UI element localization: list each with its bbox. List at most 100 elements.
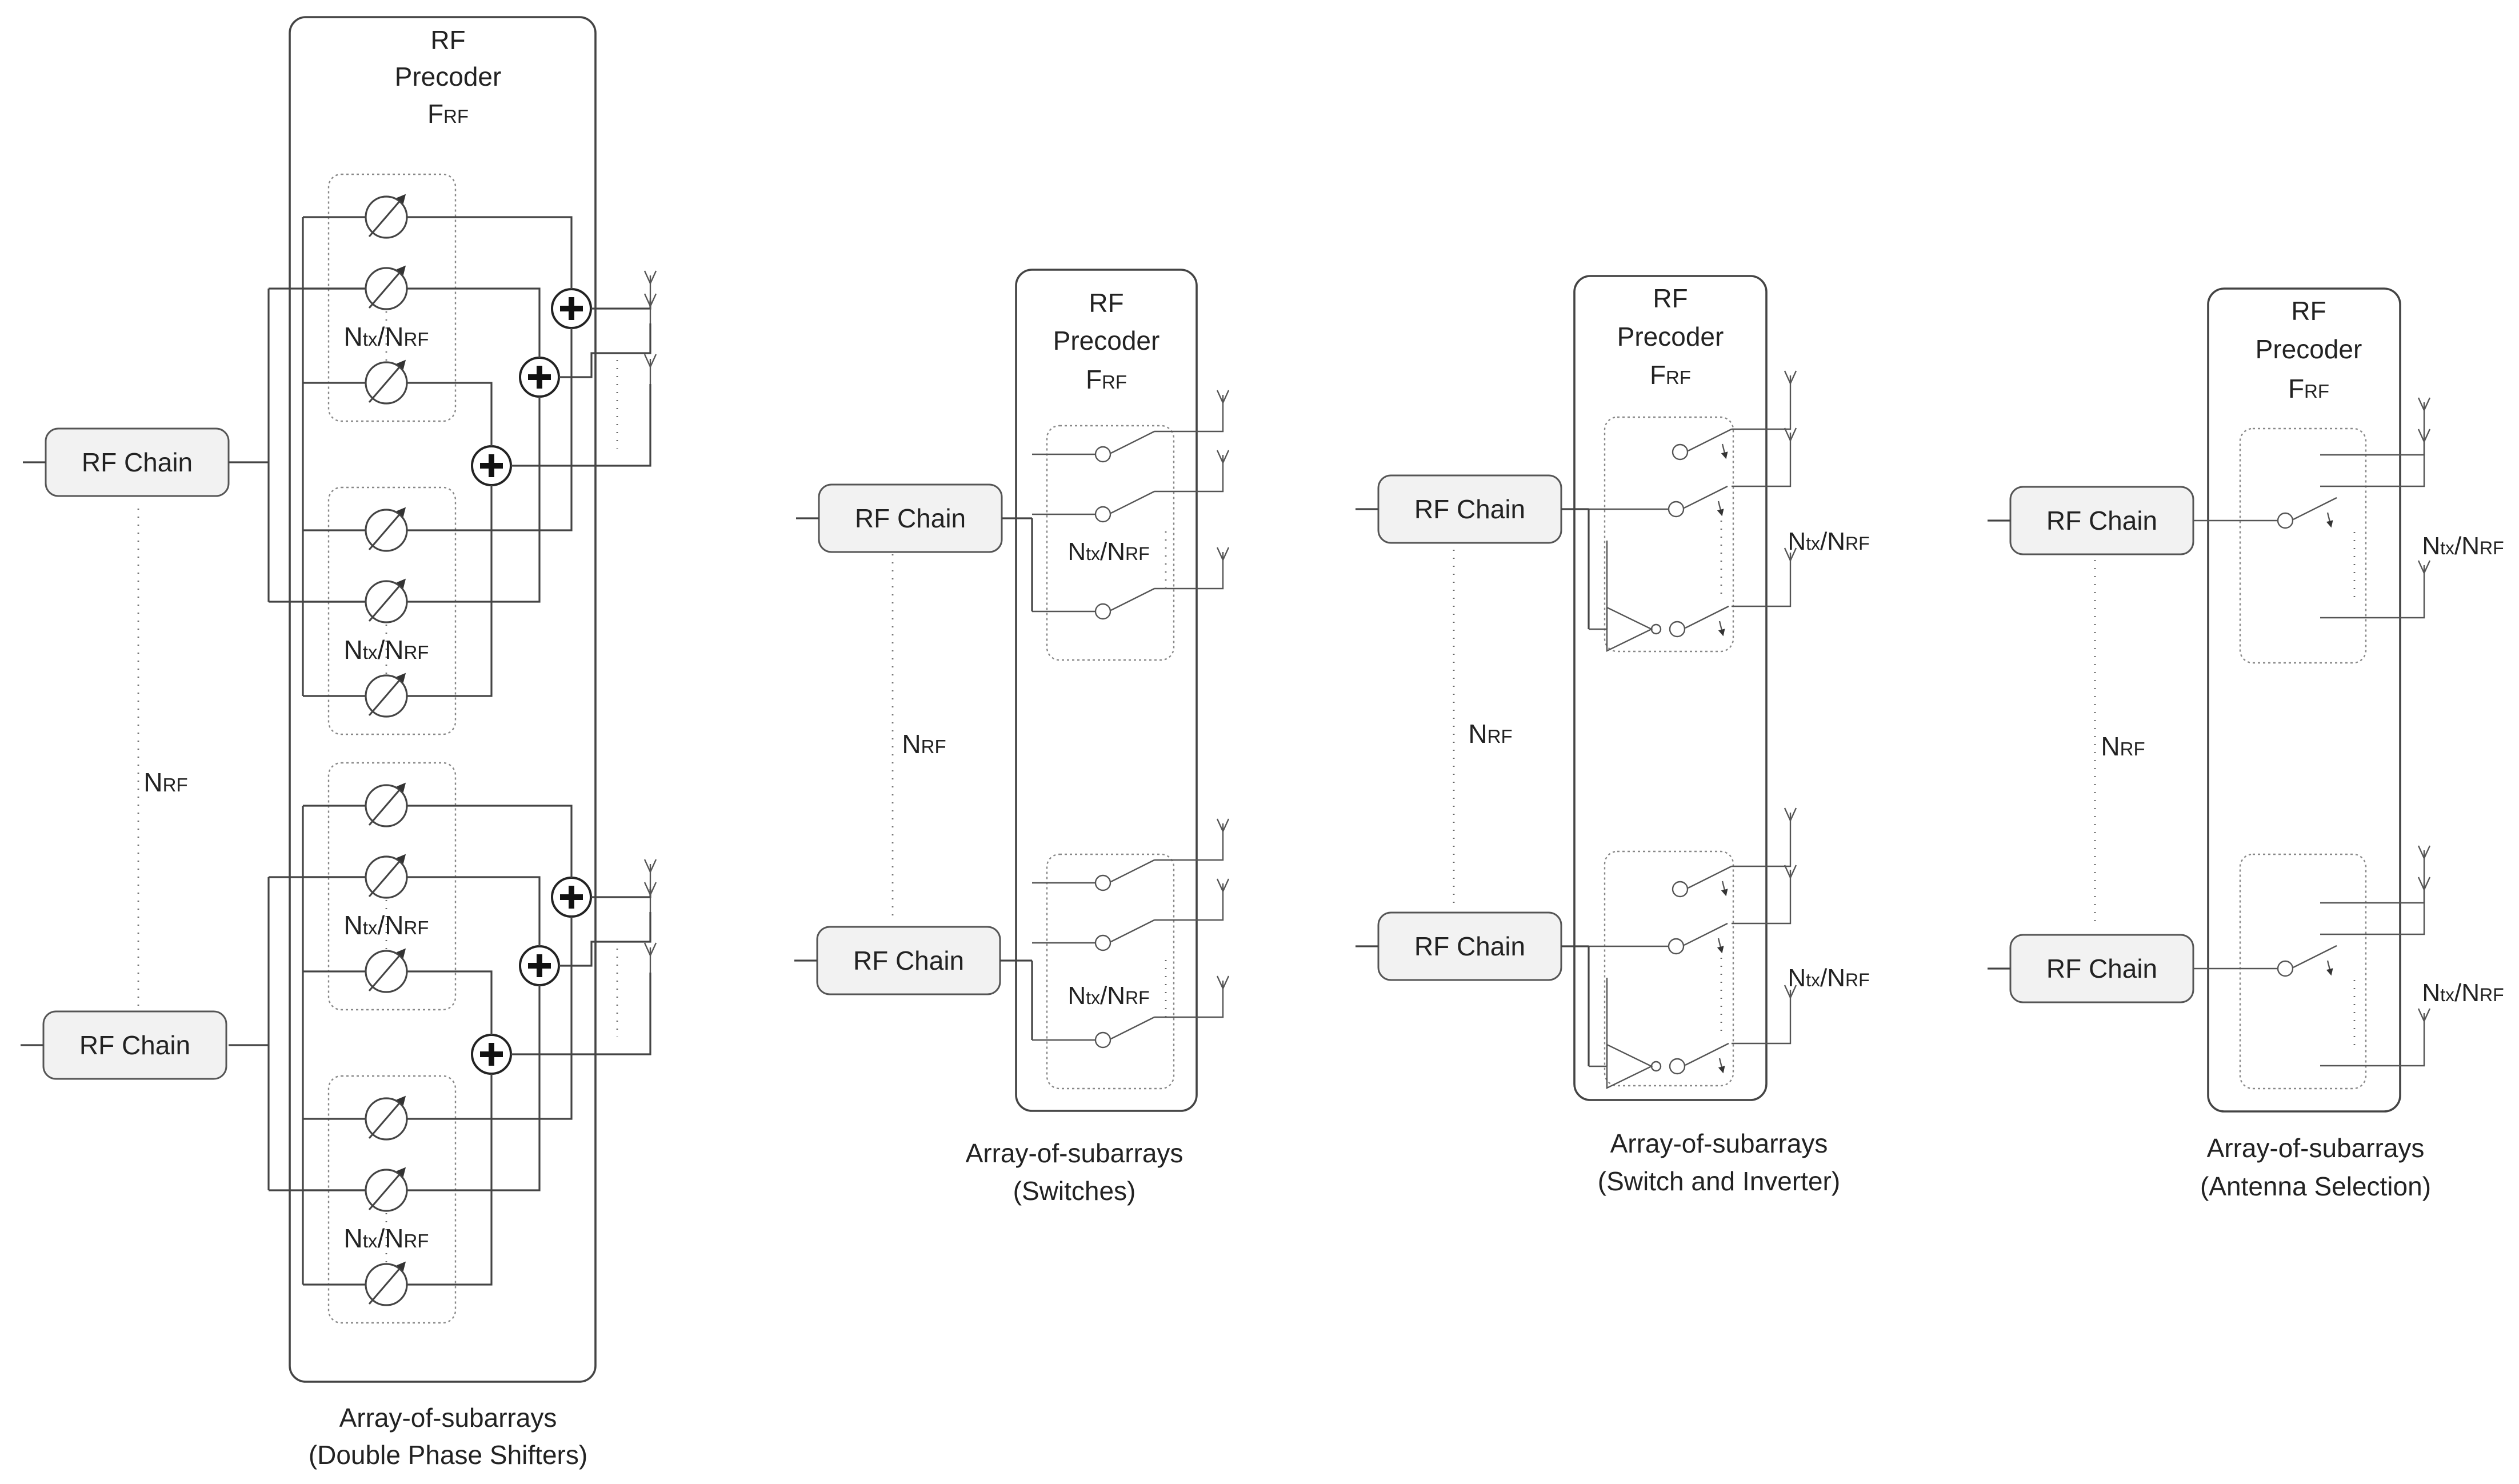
precoder-symbol: FRF — [427, 99, 469, 129]
subarray-group — [327, 173, 457, 422]
panel-caption: (Switches) — [1013, 1176, 1136, 1206]
wire — [1154, 1006, 1224, 1018]
antenna-icon — [2417, 845, 2431, 875]
nrf-label: NRF — [902, 729, 946, 759]
wire — [559, 912, 651, 967]
wire — [407, 1074, 493, 1286]
subarray-group — [1046, 853, 1175, 1090]
precoder-panel-4 — [2207, 287, 2401, 1113]
antenna-icon — [1784, 985, 1797, 1015]
wire — [559, 323, 651, 378]
wire — [1732, 458, 1792, 487]
adder-icon — [471, 445, 512, 486]
subarray-size-label: Ntx/NRF — [344, 910, 429, 940]
subarray-group — [327, 762, 457, 1011]
wire — [2320, 459, 2425, 487]
switch-icon — [1094, 430, 1155, 463]
inverter-icon — [1606, 606, 1662, 652]
wire — [591, 301, 651, 310]
precoder-title: Precoder — [1053, 326, 1160, 355]
antenna-icon — [1784, 427, 1797, 458]
switch-icon — [1669, 1042, 1729, 1075]
antenna-icon — [2417, 397, 2431, 427]
antenna-icon — [643, 293, 657, 323]
subarray-size-label: Ntx/NRF — [2422, 979, 2504, 1007]
antenna-icon — [2417, 429, 2431, 459]
switch-icon — [2277, 945, 2337, 977]
antenna-icon — [2417, 877, 2431, 907]
antenna-icon — [1216, 390, 1230, 420]
subarray-size-label: Ntx/NRF — [1067, 538, 1149, 566]
subarray-group — [1604, 416, 1734, 653]
rf-chain-label: RF Chain — [79, 1030, 190, 1060]
wire — [407, 382, 493, 446]
antenna-icon — [643, 270, 657, 301]
subarray-group — [1046, 425, 1175, 661]
wire — [407, 917, 573, 1120]
panel-caption: Array-of-subarrays — [966, 1138, 1183, 1168]
panel-caption: (Double Phase Shifters) — [309, 1440, 587, 1470]
subarray-group — [327, 1075, 457, 1324]
wire — [1732, 401, 1792, 430]
panel-caption: Array-of-subarrays — [1610, 1129, 1828, 1158]
wire — [1154, 480, 1224, 493]
precoder-title: Precoder — [2256, 334, 2362, 364]
antenna-icon — [1216, 975, 1230, 1006]
antenna-icon — [1216, 450, 1230, 480]
nrf-label: NRF — [143, 767, 187, 797]
antenna-icon — [643, 859, 657, 889]
rf-chain-label: RF Chain — [2046, 954, 2157, 983]
wire — [1732, 895, 1792, 925]
subarray-group — [327, 486, 457, 735]
wire — [511, 973, 651, 1055]
wire — [1154, 577, 1224, 590]
nrf-label: NRF — [1468, 719, 1512, 749]
wire — [407, 970, 493, 1035]
antenna-icon — [643, 354, 657, 384]
subarray-size-label: Ntx/NRF — [2422, 532, 2504, 560]
precoder-panel-1 — [289, 16, 597, 1383]
antenna-icon — [1784, 807, 1797, 838]
antenna-icon — [1784, 547, 1797, 578]
antenna-icon — [1784, 865, 1797, 895]
rf-chain-label: RF Chain — [1414, 931, 1525, 961]
subarray-size-label: Ntx/NRF — [344, 322, 429, 351]
precoder-title: Precoder — [395, 62, 502, 91]
subarray-size-label: Ntx/NRF — [344, 635, 429, 665]
wire — [1732, 838, 1792, 867]
subarray-size-label: Ntx/NRF — [344, 1223, 429, 1253]
precoder-panel-2 — [1015, 269, 1198, 1112]
inverter-icon — [1606, 1043, 1662, 1089]
wire — [407, 216, 573, 289]
subarray-size-label: Ntx/NRF — [1788, 527, 1869, 555]
switch-icon — [1094, 490, 1155, 523]
rf-chain-label: RF Chain — [855, 503, 966, 533]
nrf-label: NRF — [2101, 731, 2145, 761]
wire — [1154, 909, 1224, 921]
switch-icon — [2277, 497, 2337, 529]
switch-icon — [1672, 865, 1732, 898]
precoder-panel-3 — [1573, 275, 1768, 1101]
rf-chain-label: RF Chain — [853, 946, 964, 975]
wire — [407, 876, 541, 946]
panel-caption: (Antenna Selection) — [2200, 1171, 2431, 1201]
wire — [407, 328, 573, 531]
switch-icon — [1094, 859, 1155, 891]
wire — [2320, 590, 2425, 619]
rf-chain-label: RF Chain — [1414, 494, 1525, 524]
antenna-icon — [643, 882, 657, 912]
wire — [1732, 1015, 1792, 1045]
antenna-icon — [2417, 1008, 2431, 1038]
precoder-title: RF — [430, 25, 465, 55]
switch-icon — [1094, 919, 1155, 951]
precoder-symbol: FRF — [1086, 365, 1127, 394]
wire — [407, 287, 541, 358]
precoder-symbol: FRF — [1650, 360, 1691, 390]
subarray-group — [1604, 850, 1734, 1087]
switch-icon — [1094, 1016, 1155, 1049]
switch-icon — [1668, 922, 1728, 955]
wire — [1154, 849, 1224, 861]
switch-icon — [1094, 587, 1155, 620]
antenna-icon — [1216, 547, 1230, 577]
